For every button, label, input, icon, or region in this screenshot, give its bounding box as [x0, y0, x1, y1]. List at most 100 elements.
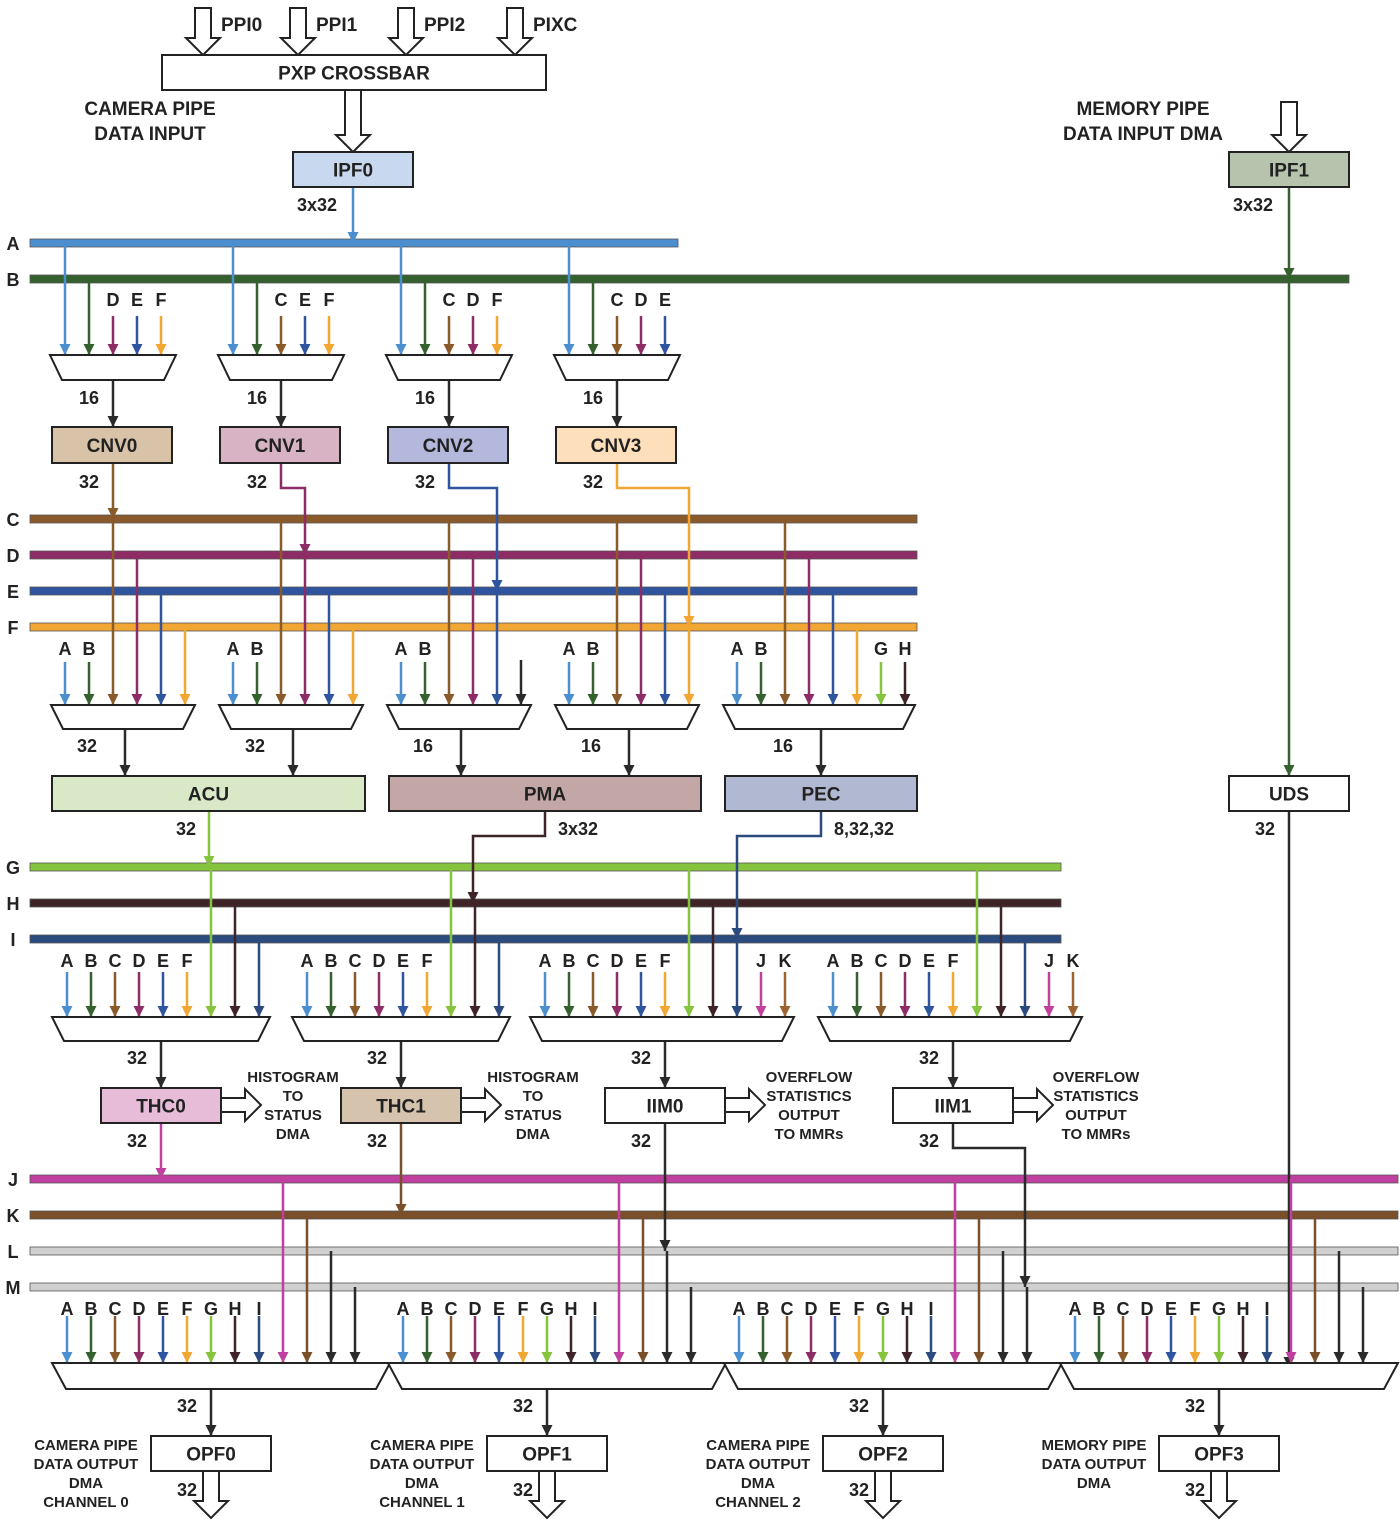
mux-input-letter: B [421, 1299, 434, 1319]
pec-out-width: 8,32,32 [834, 819, 894, 839]
mux-width-label: 16 [583, 388, 603, 408]
mux-input-letter: F [324, 290, 335, 310]
mux-input-letter: F [422, 951, 433, 971]
side-output-note: HISTOGRAM [247, 1069, 338, 1086]
memory-input-label: DATA INPUT DMA [1063, 124, 1223, 145]
mux-input-letter: C [781, 1299, 794, 1319]
mux-input-letter: G [540, 1299, 554, 1319]
mux-input-letter: E [635, 951, 647, 971]
opf-output-note: CHANNEL 0 [43, 1494, 129, 1511]
ppi-input-arrow [183, 7, 223, 57]
mux-input-letter: F [492, 290, 503, 310]
mux-input-letter: A [227, 639, 240, 659]
mux-width-label: 32 [513, 1396, 533, 1416]
camera-input-label: DATA INPUT [94, 124, 206, 145]
opf-output-note: CAMERA PIPE [370, 1437, 474, 1454]
stage3-block [604, 1087, 726, 1124]
ipf1-width: 3x32 [1233, 195, 1273, 215]
mux-input-letter: B [251, 639, 264, 659]
mux-width-label: 32 [245, 736, 265, 756]
bus-h [29, 898, 1062, 908]
opf-output-arrow [1199, 1470, 1239, 1520]
bus-label-k: K [7, 1206, 20, 1226]
stage2-block-label: ACU [188, 785, 229, 806]
side-output-arrow [220, 1086, 263, 1124]
mux-input-letter: C [875, 951, 888, 971]
mux-input-letter: A [301, 951, 314, 971]
opf-output-note: DATA OUTPUT [370, 1456, 475, 1473]
mux-input-letter: B [419, 639, 432, 659]
stage3-out-width: 32 [631, 1131, 651, 1151]
side-output-arrow [724, 1086, 767, 1124]
opf-output-arrow [527, 1470, 567, 1520]
side-output-note: HISTOGRAM [487, 1069, 578, 1086]
mux-input-letter: G [204, 1299, 218, 1319]
bus-c [29, 514, 918, 524]
mux-input-letter: A [731, 639, 744, 659]
mux-input-letter: C [109, 951, 122, 971]
mux-input-letter: J [1044, 951, 1054, 971]
mux-input-letter: J [756, 951, 766, 971]
mux-input-letter: F [660, 951, 671, 971]
mux-input-letter: I [928, 1299, 933, 1319]
mux-input-letter: A [61, 951, 74, 971]
opf-output-note: CHANNEL 1 [379, 1494, 465, 1511]
side-output-note: TO MMRs [775, 1126, 844, 1143]
mux-input-letter: D [467, 290, 480, 310]
mux-input-letter: F [854, 1299, 865, 1319]
pxp-crossbar [161, 54, 547, 91]
memory-input-arrow [1269, 101, 1309, 154]
mux-input-letter: G [1212, 1299, 1226, 1319]
bus-b [29, 274, 1350, 284]
mux-input-letter: C [349, 951, 362, 971]
stage2-block-label: PEC [801, 785, 840, 806]
cnv-out-width: 32 [583, 472, 603, 492]
stage3-block-label: THC1 [376, 1097, 426, 1118]
pma-out-width: 3x32 [558, 819, 598, 839]
mux-input-letter: F [948, 951, 959, 971]
ppi-input-label: PIXC [533, 15, 578, 36]
mux-input-letter: B [757, 1299, 770, 1319]
mux-input-letter: C [443, 290, 456, 310]
cnv-mux [384, 354, 514, 381]
stage3-out-width: 32 [367, 1131, 387, 1151]
cnv-out-width: 32 [79, 472, 99, 492]
bus-label-c: C [7, 510, 20, 530]
stage3-out-width: 32 [127, 1131, 147, 1151]
mux-input-letter: E [131, 290, 143, 310]
mux-input-letter: F [1190, 1299, 1201, 1319]
mux-input-letter: B [755, 639, 768, 659]
opf-output-note: DATA OUTPUT [34, 1456, 139, 1473]
stage2-block [51, 775, 366, 812]
stage3-block [100, 1087, 222, 1124]
mux-input-letter: A [397, 1299, 410, 1319]
ppi-input-arrow [386, 7, 426, 57]
mux-input-letter: D [373, 951, 386, 971]
mux-input-letter: A [59, 639, 72, 659]
opf-block-label: OPF2 [858, 1445, 908, 1466]
pxp-crossbar-label: PXP CROSSBAR [278, 64, 430, 85]
mux-input-letter: A [539, 951, 552, 971]
mux-width-label: 32 [1185, 1396, 1205, 1416]
ipf0-block [292, 151, 414, 188]
side-output-note: TO [523, 1088, 544, 1105]
mux-input-letter: F [182, 951, 193, 971]
side-output-note: OUTPUT [778, 1107, 840, 1124]
mux-input-letter: G [876, 1299, 890, 1319]
mux-input-letter: C [109, 1299, 122, 1319]
opf-block-label: OPF1 [522, 1445, 572, 1466]
ipf1-block [1228, 151, 1350, 188]
bus-label-d: D [7, 546, 20, 566]
mux-input-letter: I [256, 1299, 261, 1319]
mux-width-label: 16 [413, 736, 433, 756]
side-output-note: DMA [276, 1126, 310, 1143]
mux-input-letter: F [518, 1299, 529, 1319]
opf-output-note: DMA [69, 1475, 103, 1492]
bus-g [29, 862, 1062, 872]
stage2-block [1228, 775, 1350, 812]
side-output-note: STATUS [264, 1107, 322, 1124]
ipf0-width: 3x32 [297, 195, 337, 215]
uds-out-width: 32 [1255, 819, 1275, 839]
side-output-note: TO [283, 1088, 304, 1105]
